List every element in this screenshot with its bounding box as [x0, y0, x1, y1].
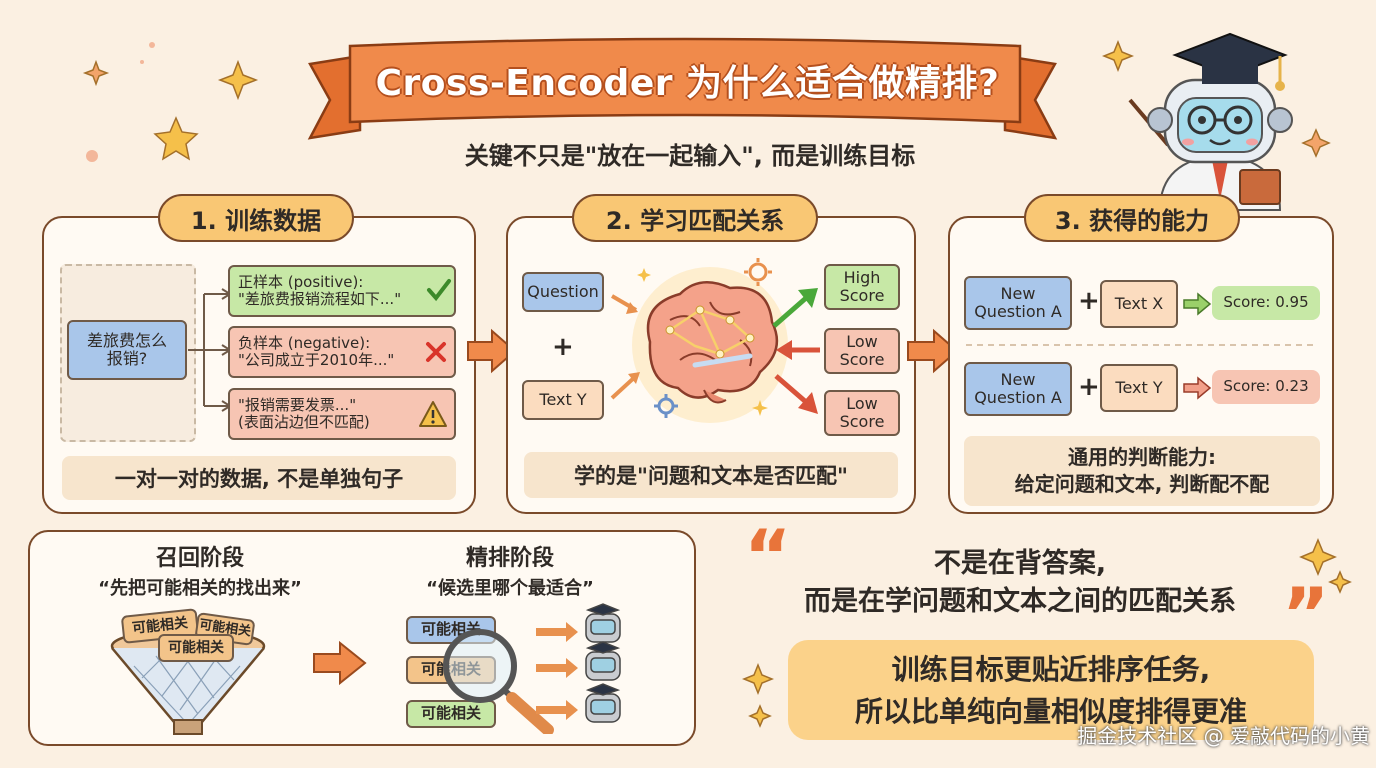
score-arrows	[772, 288, 820, 414]
rerank-stage-title: 精排阶段	[465, 546, 554, 571]
panel-learn-matching-title: 2. 学习匹配关系	[572, 194, 818, 242]
conclusion-box	[788, 640, 1314, 740]
stage-arrow	[313, 640, 367, 686]
query-box: 差旅费怎么 报销?	[67, 320, 187, 380]
plus-sign-2: +	[1078, 372, 1100, 402]
brain-icon	[646, 281, 779, 404]
close-quote-mark: ”	[1282, 572, 1330, 656]
text-y-box-2: Text Y	[1100, 364, 1178, 412]
hard-negative-sample: "报销需要发票..." (表面沾边但不匹配)	[228, 388, 456, 440]
arrow-right-red	[1183, 376, 1212, 400]
panel-training-data-caption: 一对一对的数据, 不是单独句子	[62, 456, 456, 500]
arrow-right-green	[1183, 292, 1212, 316]
brain-illustration	[610, 258, 788, 423]
gear-icon	[744, 258, 772, 286]
page-title: Cross-Encoder 为什么适合做精排?	[375, 63, 1000, 104]
check-icon	[427, 279, 451, 302]
question-box: Question	[522, 272, 604, 312]
plus-sign-1: +	[1078, 286, 1100, 316]
page-subtitle: 关键不只是"放在一起输入", 而是训练目标	[464, 142, 916, 170]
low-score-box-1: Low Score	[824, 328, 900, 374]
title-ribbon	[307, 37, 1058, 140]
magnifier-icon	[443, 629, 554, 734]
text-y-box: Text Y	[522, 380, 604, 420]
rerank-arrows	[536, 603, 621, 723]
candidate-card-3: 可能相关	[158, 634, 234, 662]
recall-stage-title: 召回阶段	[155, 546, 244, 571]
rerank-stage-quote: “候选里哪个最适合”	[426, 578, 594, 599]
panel-ability-caption: 通用的判断能力: 给定问题和文本, 判断配不配	[964, 436, 1320, 506]
text-x-box: Text X	[1100, 280, 1178, 328]
panel-training-data-title: 1. 训练数据	[158, 194, 354, 242]
open-quote-mark: “	[744, 514, 792, 598]
low-score-box-2: Low Score	[824, 390, 900, 436]
score-low: Score: 0.23	[1212, 370, 1320, 404]
gear-icon	[654, 394, 678, 418]
conclusion-line-2: 所以比单纯向量相似度排得更准	[854, 695, 1247, 728]
cross-icon	[426, 342, 446, 362]
row-divider	[966, 344, 1318, 346]
score-high: Score: 0.95	[1212, 286, 1320, 320]
quote-line-1: 不是在背答案,	[933, 548, 1107, 579]
flow-arrow-1	[467, 328, 517, 374]
quote-line-2: 而是在学问题和文本之间的匹配关系	[804, 586, 1236, 617]
recall-stage-quote: “先把可能相关的找出来”	[98, 578, 302, 599]
plus-sign: +	[552, 332, 574, 362]
panel-ability-title: 3. 获得的能力	[1024, 194, 1240, 242]
new-question-box-2: New Question A	[964, 362, 1072, 416]
positive-sample: 正样本 (positive): "差旅费报销流程如下..."	[228, 265, 456, 317]
warning-icon	[419, 401, 447, 427]
negative-sample: 负样本 (negative): "公司成立于2010年..."	[228, 326, 456, 378]
panel-learn-matching-caption: 学的是"问题和文本是否匹配"	[524, 452, 898, 498]
flow-arrow-2	[907, 328, 959, 374]
robot-teacher-icon	[1128, 32, 1293, 211]
high-score-box: High Score	[824, 264, 900, 310]
new-question-box-1: New Question A	[964, 276, 1072, 330]
conclusion-line-1: 训练目标更贴近排序任务,	[891, 653, 1211, 686]
robot-icon	[585, 603, 621, 723]
rerank-candidate-3: 可能相关	[406, 700, 496, 728]
watermark: 掘金技术社区 @ 爱敲代码的小黄	[1077, 724, 1370, 748]
